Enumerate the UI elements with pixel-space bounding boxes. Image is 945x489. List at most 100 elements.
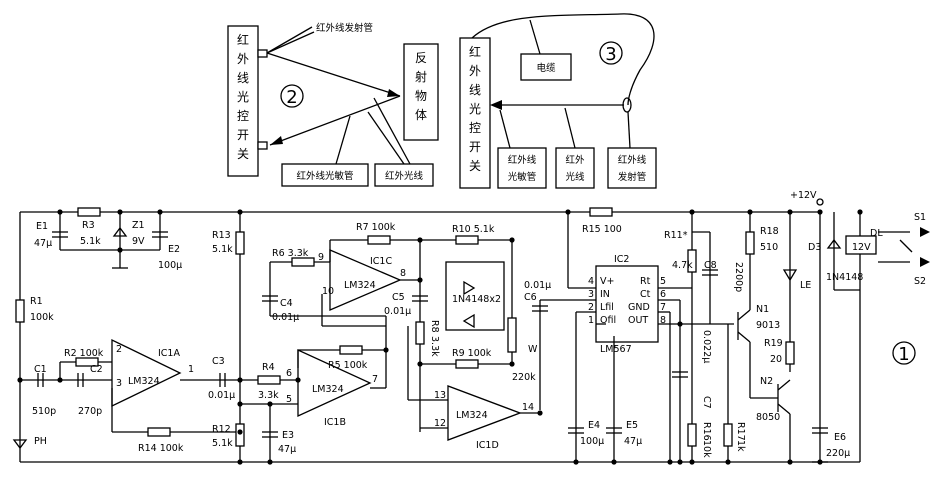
label-c2: C2 bbox=[90, 364, 103, 375]
label-r13v: 5.1k bbox=[212, 244, 233, 255]
w-pot-body bbox=[507, 317, 517, 353]
label-dl: DL bbox=[870, 228, 883, 239]
r10-body bbox=[455, 235, 479, 245]
label-p12: 12 bbox=[434, 418, 446, 429]
receiver-callout-3b: 光敏管 bbox=[508, 171, 537, 183]
relay-contact bbox=[899, 239, 913, 253]
cable-end bbox=[622, 97, 632, 113]
label-rt: Rt bbox=[640, 276, 651, 287]
label-e5v: 47μ bbox=[624, 436, 642, 447]
label-n1: N1 bbox=[756, 304, 769, 315]
junction-dot bbox=[537, 410, 543, 416]
label-p6: 6 bbox=[286, 368, 292, 379]
label-r15: R15 100 bbox=[582, 224, 622, 235]
label-p14: 14 bbox=[522, 402, 534, 413]
label-r10: R10 5.1k bbox=[452, 224, 495, 235]
junction-dot bbox=[267, 459, 273, 465]
label-e1v: 47μ bbox=[34, 238, 52, 249]
ir-switch-box-2 bbox=[227, 25, 259, 177]
receiver-callout-3a: 红外线 bbox=[508, 154, 537, 166]
label-r1v: 100k bbox=[30, 312, 54, 323]
r19-body bbox=[785, 341, 795, 365]
junction-dot bbox=[57, 377, 63, 383]
n2-emitter bbox=[777, 403, 791, 415]
label-c2v: 270p bbox=[78, 406, 102, 417]
label-r4v: 3.3k bbox=[258, 390, 279, 401]
ic2-body bbox=[595, 265, 659, 343]
diagram-number-3 bbox=[599, 41, 623, 65]
label-c5: C5 bbox=[392, 292, 405, 303]
label-p5: 5 bbox=[286, 394, 292, 405]
diode-1 bbox=[463, 280, 476, 296]
label-lf: Lfil bbox=[600, 302, 614, 313]
label-e2: E2 bbox=[168, 244, 180, 255]
r4-body bbox=[257, 375, 281, 385]
junction-dot bbox=[157, 209, 163, 215]
label-r2: R2 100k bbox=[64, 348, 104, 359]
label-r9: R9 100k bbox=[452, 348, 492, 359]
junction-dot bbox=[725, 459, 731, 465]
label-e3: E3 bbox=[282, 430, 294, 441]
label-z1v: 9V bbox=[132, 236, 145, 247]
label-n1v: 9013 bbox=[756, 320, 780, 331]
junction-dot bbox=[689, 209, 695, 215]
label-q2: 2 bbox=[588, 302, 594, 313]
receiver-callout-box-3 bbox=[497, 147, 547, 189]
junction-dot bbox=[817, 459, 823, 465]
label-v12r: 12V bbox=[852, 242, 871, 253]
r14-body bbox=[147, 427, 171, 437]
junction-dot bbox=[237, 429, 243, 435]
cable-loop bbox=[471, 13, 655, 106]
ray-callout-3a: 红外 bbox=[565, 154, 585, 166]
r18-body bbox=[745, 231, 755, 255]
junction-dot bbox=[417, 237, 423, 243]
ray-callout-3b: 光线 bbox=[565, 171, 585, 183]
leader-ray-3 bbox=[564, 107, 576, 149]
leader-emitter-3 bbox=[627, 111, 631, 149]
label-lm2: LM324 bbox=[312, 384, 344, 395]
label-c4: C4 bbox=[280, 298, 293, 309]
relay-coil bbox=[845, 235, 877, 255]
label-out: OUT bbox=[628, 315, 648, 326]
label-wv: 220k bbox=[512, 372, 536, 383]
n2-collector bbox=[777, 379, 791, 391]
label-e1: E1 bbox=[36, 221, 48, 232]
label-z1: Z1 bbox=[132, 220, 145, 231]
emitter-callout-3a: 红外线 bbox=[618, 154, 647, 166]
diagram-number-3-text: 3 bbox=[605, 44, 616, 65]
plus12v-terminal bbox=[816, 198, 824, 206]
junction-dot bbox=[857, 209, 863, 215]
label-c1v: 510p bbox=[32, 406, 56, 417]
label-s2: S2 bbox=[914, 276, 926, 287]
leader-ray-2a bbox=[367, 111, 405, 165]
label-c3: C3 bbox=[212, 356, 225, 367]
label-q7: 7 bbox=[660, 302, 666, 313]
label-c8: C8 bbox=[704, 260, 717, 271]
ic1a-triangle bbox=[111, 338, 182, 408]
ir-switch-label-2: 红外线光控开关 bbox=[237, 32, 249, 161]
label-r18: R18 bbox=[760, 226, 779, 237]
label-r11v: 4.7k bbox=[672, 260, 693, 271]
junction-dot bbox=[417, 361, 423, 367]
diode-pair-box bbox=[445, 261, 505, 331]
label-ct: Ct bbox=[640, 289, 651, 300]
label-p2: 2 bbox=[116, 344, 122, 355]
label-r17: R17 bbox=[735, 422, 746, 441]
label-lm3: LM324 bbox=[344, 280, 376, 291]
label-s1: S1 bbox=[914, 212, 926, 223]
label-q5: 5 bbox=[660, 276, 666, 287]
junction-dot bbox=[787, 459, 793, 465]
n1-emitter bbox=[737, 331, 751, 343]
cable-arrow bbox=[490, 100, 502, 110]
diagram-number-2-text: 2 bbox=[286, 87, 297, 108]
junction-dot bbox=[747, 209, 753, 215]
leader-ray-2b bbox=[373, 97, 411, 165]
leader-cable bbox=[529, 19, 541, 55]
junction-dot bbox=[237, 401, 243, 407]
junction-dot bbox=[295, 377, 301, 383]
arrow-head-back bbox=[270, 136, 283, 145]
junction-dot bbox=[677, 321, 683, 327]
label-of: Ofil bbox=[600, 315, 616, 326]
